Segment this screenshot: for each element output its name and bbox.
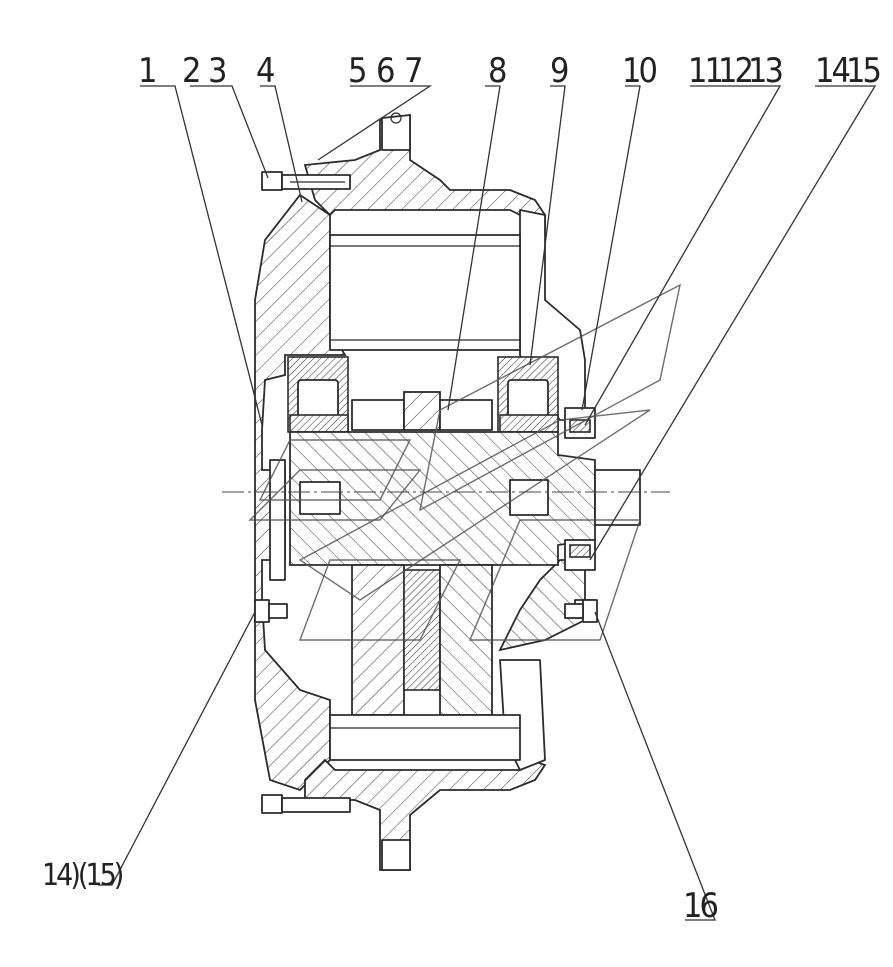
callout-16: 16	[683, 886, 717, 926]
callout-3: 3	[208, 51, 226, 91]
callout-1: 1	[138, 51, 155, 91]
callout-15: 15	[846, 51, 879, 91]
callout-6: 6	[376, 51, 394, 91]
callout-8: 8	[488, 51, 506, 91]
left-bearing	[287, 356, 349, 433]
watermark-logo	[248, 283, 681, 641]
callout-7: 7	[404, 51, 421, 91]
callout-9: 9	[550, 51, 568, 91]
callout-4: 4	[256, 51, 274, 91]
callout-11: 11	[688, 51, 721, 91]
bolt-right-mid	[564, 599, 598, 623]
bolt-bottom	[261, 794, 351, 814]
callout-2: 2	[182, 51, 199, 91]
bolt-left-mid	[254, 599, 288, 623]
callout-labels: 1 2 3 4 5 6 7 8 9 10 11 12 13 14 15 14)(…	[42, 51, 882, 926]
outer-housing	[303, 112, 547, 871]
callout-13: 13	[748, 51, 782, 91]
callout-12: 12	[718, 51, 751, 91]
callout-10: 10	[622, 51, 656, 91]
right-bearing	[497, 356, 559, 433]
callout-14-15-bottom: 14)(15)	[42, 858, 123, 893]
callout-14: 14	[815, 51, 849, 91]
leader-lines	[98, 85, 877, 921]
callout-5: 5	[348, 51, 365, 91]
bolt-top	[261, 171, 351, 191]
main-shaft	[222, 431, 670, 566]
